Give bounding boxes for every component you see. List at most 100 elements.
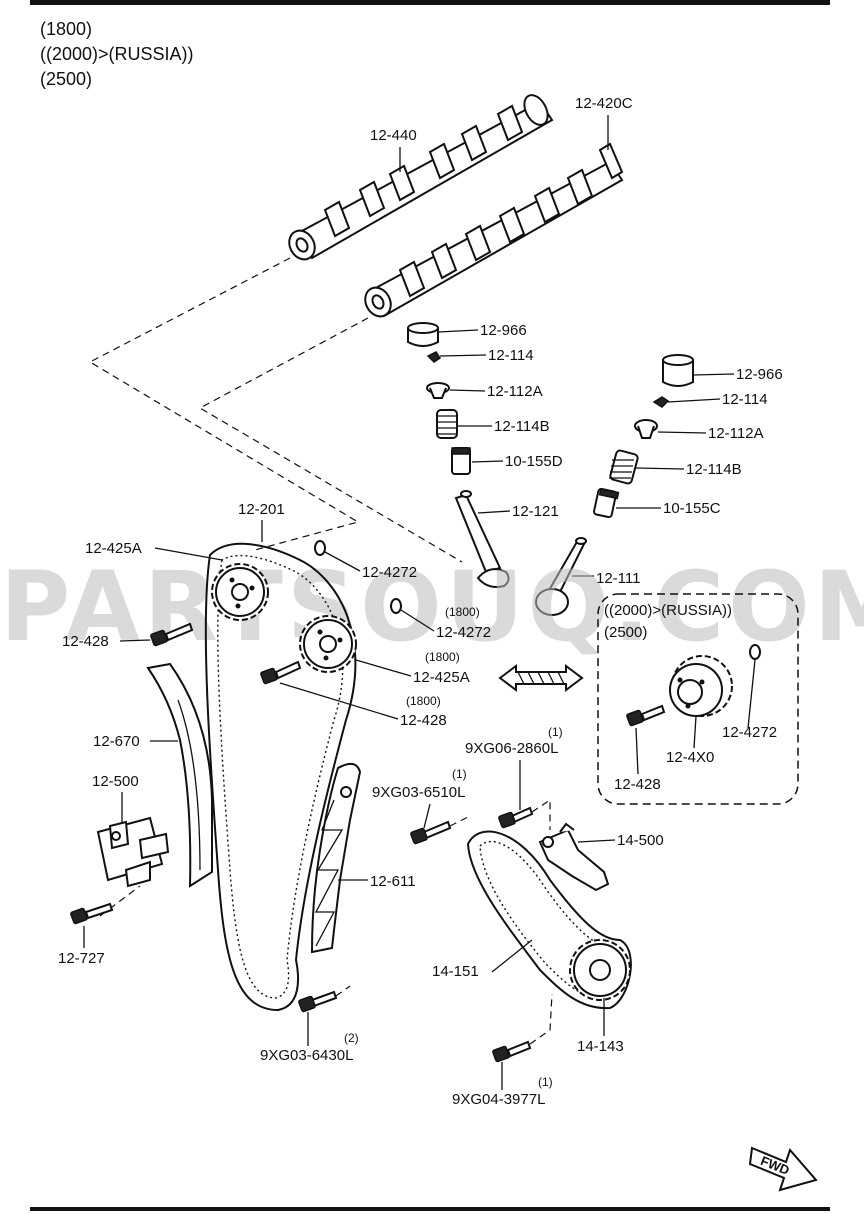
- callout-14-151: 14-151: [432, 963, 479, 980]
- callout-12-114-right: 12-114: [722, 391, 768, 408]
- callout-12-428-upper: 12-428: [62, 633, 109, 650]
- chain-guide-12-670: [146, 662, 213, 888]
- fwd-arrow-icon: FWD: [748, 1146, 818, 1192]
- keeper-12-114-left: [426, 351, 442, 363]
- keeper-12-114-right: [652, 396, 670, 408]
- retainer-12-112A-left: [426, 382, 450, 399]
- callout-14-143: 14-143: [577, 1038, 624, 1055]
- top-border-rule: [30, 0, 830, 5]
- leader-12-428-inset: [635, 727, 639, 775]
- header-variant-2500: (2500): [40, 69, 92, 89]
- note-12-4272-lower: (1800): [445, 605, 480, 619]
- leader-12-966-right: [692, 373, 735, 376]
- seal-10-155C: [593, 487, 620, 519]
- bolt-12-727: [70, 902, 114, 925]
- callout-12-420C: 12-420C: [575, 95, 633, 112]
- header-variant-2000-russia: ((2000)>(RUSSIA)): [40, 44, 194, 64]
- callout-9XG03-6510L: 9XG03-6510L: [372, 784, 465, 801]
- spring-12-114B-left: [436, 409, 458, 439]
- callout-12-425A-lower: 12-425A: [413, 669, 470, 686]
- valve-12-111: [535, 537, 587, 616]
- callout-12-4272-lower: 12-4272: [436, 624, 491, 641]
- inset-line-2000-russia: ((2000)>(RUSSIA)): [604, 602, 732, 619]
- washer-12-4272-upper: [314, 540, 326, 556]
- bolt-9XG04-3977L: [492, 1040, 532, 1063]
- tappet-12-966-left: [407, 322, 439, 347]
- leader-12-4272-upper: [324, 551, 361, 572]
- bolt-9XG03-6430L: [298, 990, 338, 1013]
- oil-pump-sprocket-14-143: [569, 939, 631, 1001]
- leader-14-500: [577, 839, 616, 843]
- callout-12-428-inset: 12-428: [614, 776, 661, 793]
- dash-9XG04-3977L: [529, 993, 553, 1045]
- callout-12-966-left: 12-966: [480, 322, 527, 339]
- watermark: PARTSOUQ.COM: [0, 551, 864, 663]
- leader-14-151: [491, 939, 533, 973]
- spring-12-114B-right: [609, 449, 639, 485]
- sprocket-12-425A-intake: [211, 563, 269, 621]
- guide-pivot: [340, 786, 352, 798]
- leader-12-4272-lower: [400, 609, 435, 632]
- chain-guide-12-670-rib: [177, 699, 201, 871]
- vvt-sprocket-12-4X0: [669, 655, 733, 717]
- leader-12-428-upper: [119, 639, 151, 642]
- callout-12-201: 12-201: [238, 501, 285, 518]
- leader-12-425A-upper: [154, 547, 223, 561]
- dashed-guide-exhaust: [198, 317, 463, 563]
- callout-12-4272-upper: 12-4272: [362, 564, 417, 581]
- callout-12-4272-inset: 12-4272: [722, 724, 777, 741]
- callout-12-114-left: 12-114: [488, 347, 534, 364]
- callout-12-611: 12-611: [370, 873, 416, 890]
- leader-12-114-right: [667, 398, 721, 403]
- callout-12-4X0: 12-4X0: [666, 749, 714, 766]
- callout-12-112A-left: 12-112A: [487, 383, 543, 400]
- chain-guide-12-611: [310, 762, 362, 954]
- leader-12-112A-left: [449, 389, 486, 392]
- leader-12-114-left: [439, 354, 487, 357]
- leader-12-112A-right: [657, 431, 707, 434]
- leader-12-428-lower: [279, 682, 399, 720]
- callout-12-500: 12-500: [92, 773, 139, 790]
- bolt-12-428-upper: [150, 622, 194, 647]
- callout-14-500: 14-500: [617, 832, 664, 849]
- dash-9XG06-2860L: [531, 798, 551, 830]
- dash-9XG03-6430L: [335, 985, 351, 997]
- callout-12-112A-right: 12-112A: [708, 425, 764, 442]
- callout-12-727: 12-727: [58, 950, 105, 967]
- callout-9XG04-3977L: 9XG04-3977L: [452, 1091, 545, 1108]
- dashed-guide-intake: [88, 257, 360, 551]
- valve-12-121: [454, 490, 510, 588]
- washer-12-4272-lower: [390, 598, 402, 614]
- callout-12-966-right: 12-966: [736, 366, 783, 383]
- callout-12-440: 12-440: [370, 127, 417, 144]
- callout-12-111: 12-111: [596, 570, 640, 587]
- oil-pump-tensioner-14-500: [538, 822, 610, 892]
- qty-9XG06-2860L: (1): [548, 725, 563, 739]
- bottom-border-rule: [30, 1207, 830, 1211]
- qty-9XG03-6510L: (1): [452, 767, 467, 781]
- sprocket-12-425A-exhaust: [299, 615, 357, 673]
- qty-9XG03-6430L: (2): [344, 1031, 359, 1045]
- leader-12-4X0: [693, 715, 697, 749]
- exhaust-camshaft: [364, 142, 624, 318]
- callout-10-155C: 10-155C: [663, 500, 721, 517]
- bolt-12-428-lower: [260, 660, 302, 685]
- dash-12-727: [99, 885, 141, 917]
- leader-12-121: [477, 510, 511, 514]
- bolt-12-428-inset: [626, 704, 666, 727]
- callout-9XG06-2860L: 9XG06-2860L: [465, 740, 558, 757]
- timing-chain-12-201: [204, 542, 357, 1012]
- retainer-12-112A-right: [634, 419, 658, 439]
- header-variant-1800: (1800): [40, 19, 92, 39]
- leader-12-114B-right: [635, 467, 685, 470]
- washer-12-4272-inset: [749, 644, 761, 660]
- bolt-9XG03-6510L: [410, 820, 452, 845]
- chain-guide-12-611-ribs: [314, 799, 344, 947]
- intake-camshaft: [288, 94, 554, 261]
- note-12-428-lower: (1800): [406, 694, 441, 708]
- callout-12-425A-upper: 12-425A: [85, 540, 142, 557]
- callout-12-670: 12-670: [93, 733, 140, 750]
- leader-12-425A-lower: [355, 659, 412, 677]
